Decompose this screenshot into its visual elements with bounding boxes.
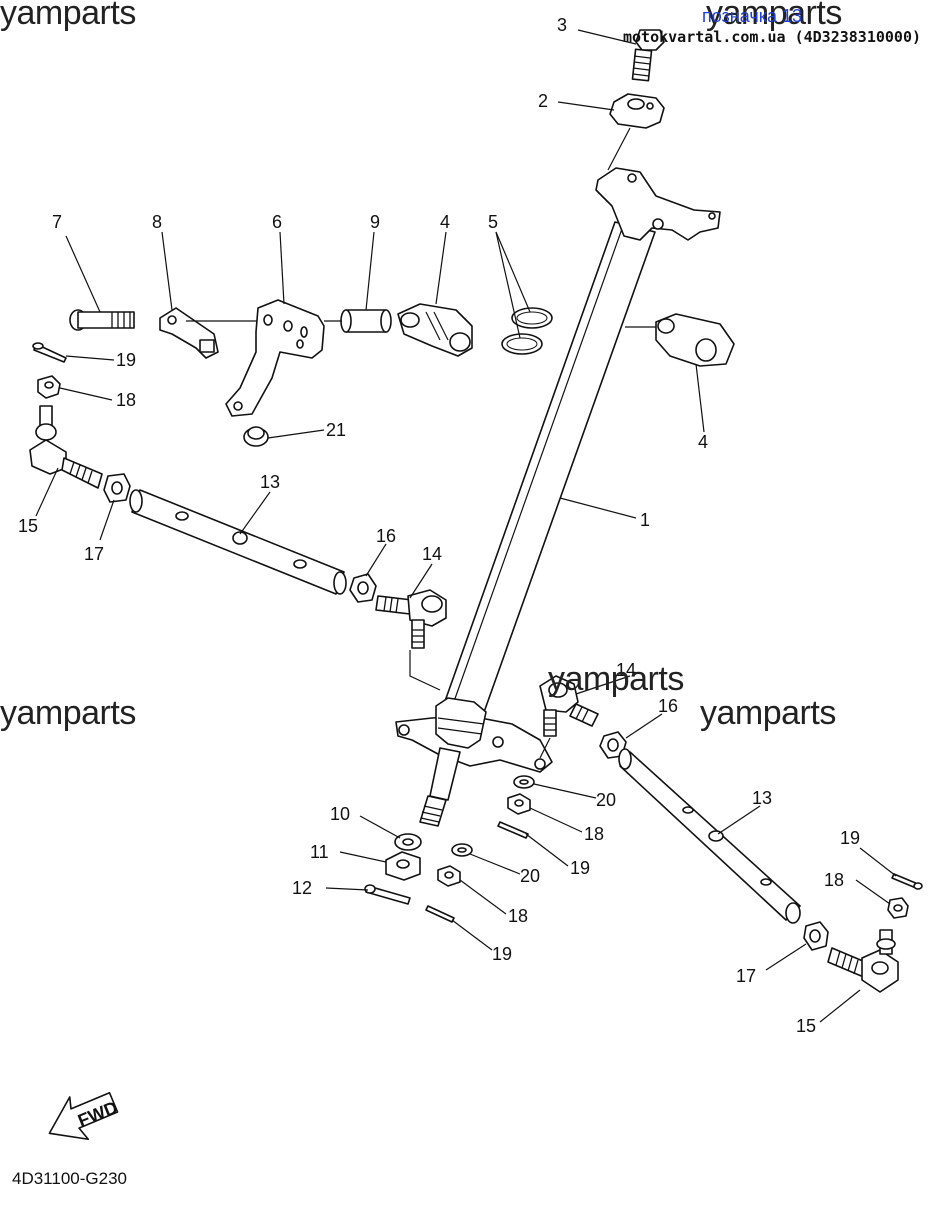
watermark: yamparts (548, 660, 684, 698)
callout-18c: 18 (508, 906, 528, 926)
callout-13b: 13 (752, 788, 772, 808)
callout-20a: 20 (596, 790, 616, 810)
nut-17b (803, 921, 829, 951)
nut-18b (507, 793, 531, 815)
watermark: yamparts (706, 0, 842, 32)
tie-rod-end-15b (827, 929, 899, 993)
cotter-pin-12 (364, 884, 411, 905)
callout-18b: 18 (584, 824, 604, 844)
tie-rod-13a (129, 489, 347, 595)
callout-19a: 19 (116, 350, 136, 370)
tie-rod-end-14b (539, 675, 599, 737)
callout-14b: 14 (616, 660, 636, 680)
tie-rod-end-14a (375, 589, 447, 649)
callout-21: 21 (326, 420, 346, 440)
callout-16a: 16 (376, 526, 396, 546)
callout-15b: 15 (796, 1016, 816, 1036)
callout-3: 3 (557, 15, 567, 35)
guide-line (409, 650, 441, 691)
callout-15a: 15 (18, 516, 38, 536)
callout-9: 9 (370, 212, 380, 232)
reference-link[interactable]: позначка 13 (702, 6, 803, 26)
site-credit: motokvartal.com.ua (4D3238310000) (623, 28, 922, 46)
callout-19c: 19 (492, 944, 512, 964)
callout-13a: 13 (260, 472, 280, 492)
callout-6: 6 (272, 212, 282, 232)
bracket-6 (225, 299, 325, 417)
callout-10: 10 (330, 804, 350, 824)
clamp-2 (609, 93, 665, 129)
circlips-5 (501, 307, 553, 355)
watermark: yamparts (0, 0, 136, 32)
nut-11 (385, 851, 421, 881)
nut-18c (437, 865, 461, 887)
bolt-7 (69, 309, 135, 331)
cotter-pin-19d (891, 873, 923, 890)
callout-14a: 14 (422, 544, 442, 564)
collar-9 (340, 309, 392, 333)
callout-16b: 16 (658, 696, 678, 716)
callout-18d: 18 (824, 870, 844, 890)
washer-20b (451, 843, 473, 857)
callout-4-left: 4 (440, 212, 450, 232)
diagram-code: 4D31100-G230 (12, 1169, 127, 1188)
tie-rod-end-15a (29, 405, 103, 489)
steering-shaft (395, 167, 721, 827)
bushing-4-left (397, 303, 473, 357)
watermark: yamparts (0, 694, 136, 732)
callout-1: 1 (640, 510, 650, 530)
callout-2: 2 (538, 91, 548, 111)
callout-17b: 17 (736, 966, 756, 986)
callout-19b: 19 (570, 858, 590, 878)
tie-rod-13b (618, 748, 801, 924)
nut-16a (349, 573, 377, 603)
nut-17a (103, 473, 131, 503)
guide-line (539, 737, 551, 759)
cotter-pin-19b (497, 821, 529, 839)
grommet-21 (243, 426, 269, 447)
guide-line (607, 127, 631, 171)
nut-16b (599, 731, 627, 759)
callout-12: 12 (292, 878, 312, 898)
leader-lines (35, 29, 897, 1023)
callout-18a: 18 (116, 390, 136, 410)
callout-19d: 19 (840, 828, 860, 848)
nut-18d (887, 897, 909, 919)
callout-20b: 20 (520, 866, 540, 886)
nut-18a (37, 375, 61, 399)
fwd-arrow-icon: FWD (48, 1091, 120, 1141)
bushing-4-right (655, 313, 735, 367)
lock-plate-8 (159, 307, 219, 359)
washer-20a (513, 775, 535, 789)
watermark: yamparts (700, 694, 836, 732)
callout-8: 8 (152, 212, 162, 232)
callout-numbers: 3 2 7 8 6 9 4 5 4 19 18 21 15 17 13 16 1… (18, 15, 860, 1036)
cotter-pin-19a (32, 342, 67, 363)
callout-17a: 17 (84, 544, 104, 564)
callout-11: 11 (310, 842, 329, 862)
callout-5: 5 (488, 212, 498, 232)
bolt-3 (631, 29, 665, 82)
callout-4-right: 4 (698, 432, 708, 452)
washer-10 (394, 833, 422, 851)
callout-7: 7 (52, 212, 62, 232)
cotter-pin-19c (425, 905, 455, 923)
